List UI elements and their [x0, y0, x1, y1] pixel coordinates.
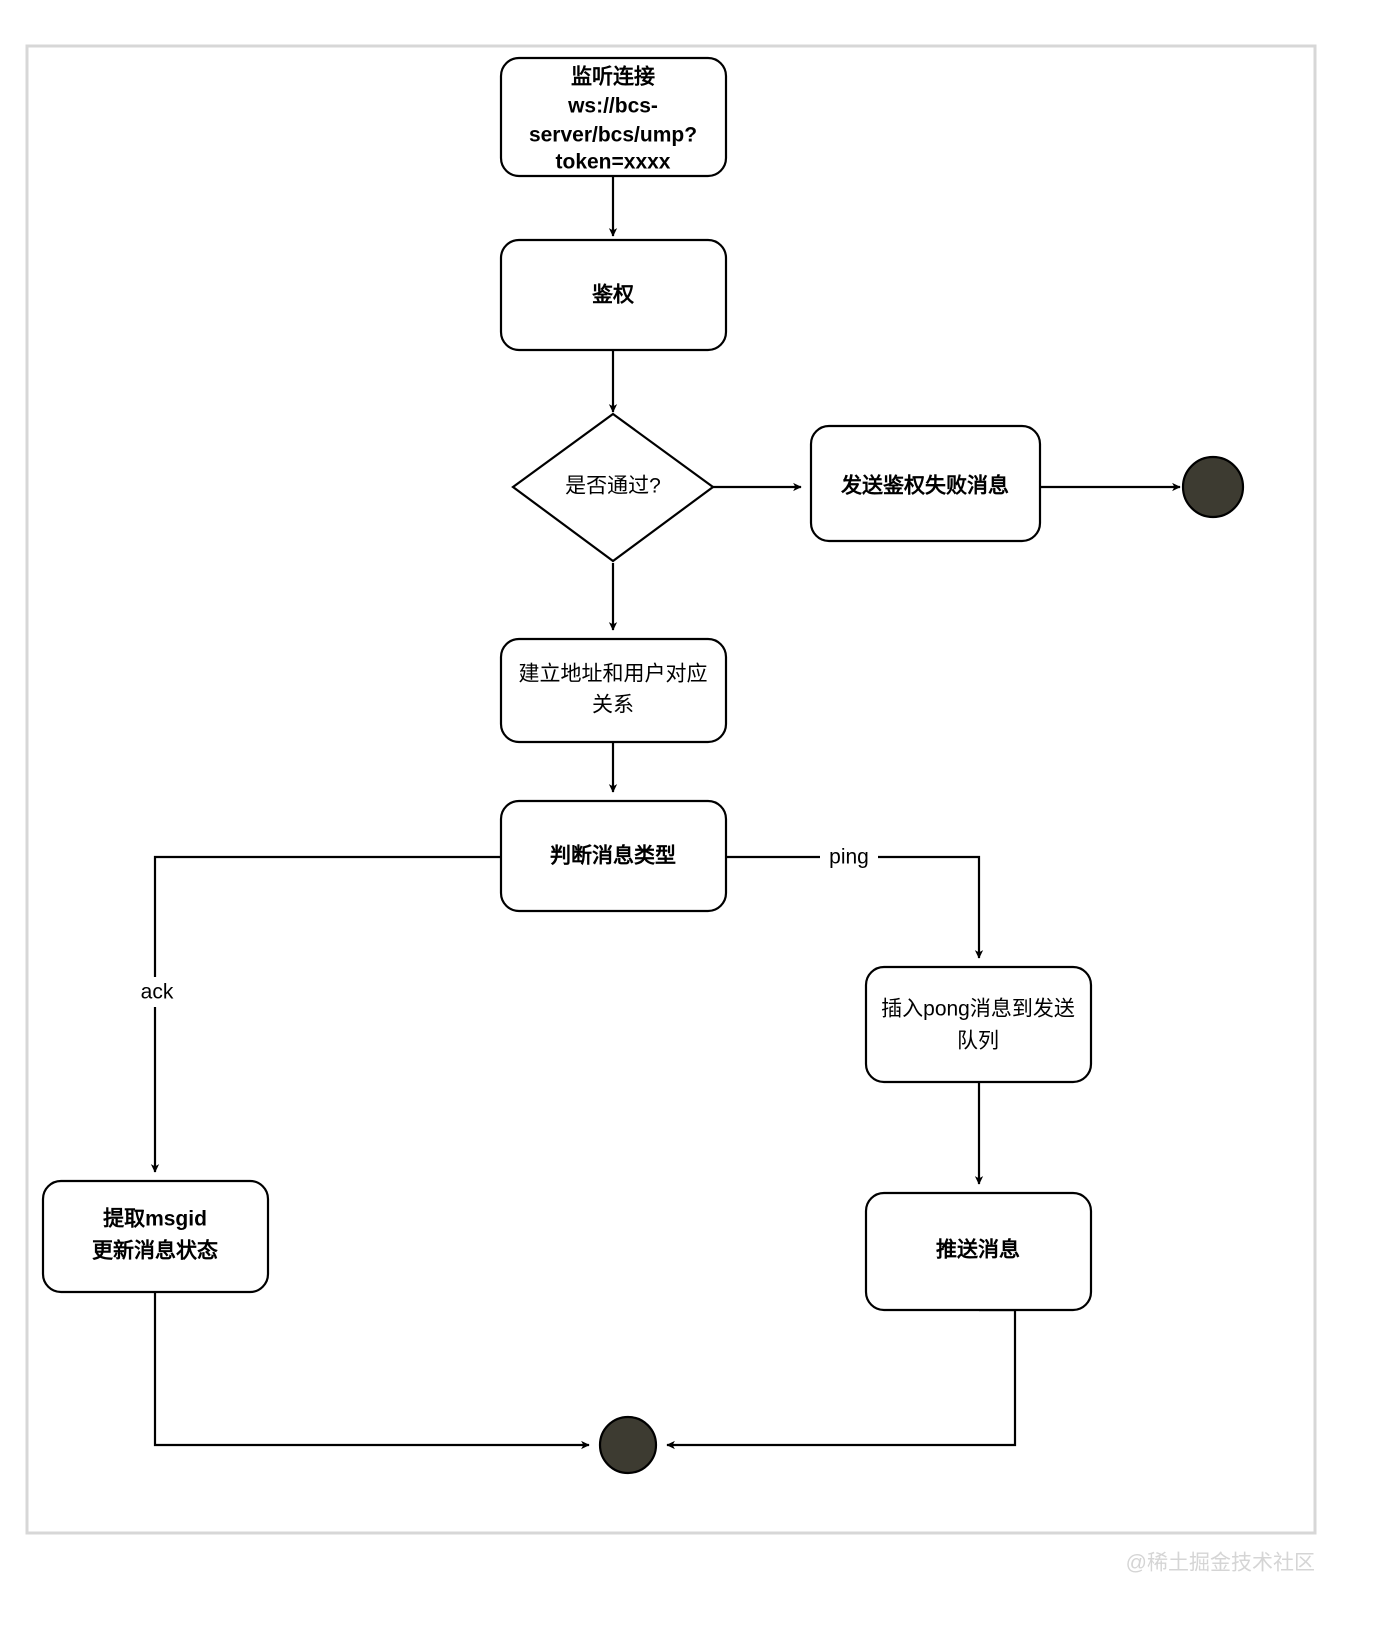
node-extract-msgid-line-0: 提取msgid	[103, 1207, 207, 1231]
node-bind-address-user[interactable]: 建立地址和用户对应 关系	[499, 637, 728, 744]
node-send-auth-fail-shape[interactable]	[809, 424, 1042, 543]
node-pass-decision-label: 是否通过?	[565, 475, 661, 498]
node-insert-pong-line-1: 队列	[957, 1030, 999, 1053]
node-judge-message-type[interactable]: 判断消息类型	[499, 799, 728, 913]
edge-push-to-final-end	[666, 1308, 1017, 1450]
watermark-text: @稀土掘金技术社区	[1126, 1552, 1315, 1575]
node-extract-msgid-line-1: 更新消息状态	[92, 1239, 218, 1263]
node-send-auth-fail[interactable]: 发送鉴权失败消息	[809, 424, 1042, 543]
edge-judge-to-insert-pong	[726, 855, 984, 959]
node-send-auth-fail-label: 发送鉴权失败消息	[840, 474, 1009, 498]
node-push-message-label: 推送消息	[936, 1238, 1020, 1262]
node-extract-msgid[interactable]: 提取msgid 更新消息状态	[41, 1179, 270, 1294]
node-listen-connection[interactable]: 监听连接 ws://bcs- server/bcs/ump? token=xxx…	[499, 56, 728, 178]
node-push-message[interactable]: 推送消息	[864, 1191, 1093, 1312]
node-pass-decision[interactable]: 是否通过?	[511, 412, 715, 563]
node-pass-decision-shape[interactable]	[511, 412, 715, 563]
node-extract-msgid-shape[interactable]	[41, 1179, 270, 1294]
node-end-auth-fail[interactable]	[1181, 455, 1245, 519]
node-bind-address-user-line-1: 关系	[592, 694, 634, 717]
edge-label-ping-bg	[820, 842, 878, 872]
node-listen-connection-line-0: 监听连接	[571, 65, 655, 89]
node-listen-connection-line-1: ws://bcs-	[567, 95, 658, 118]
node-authentication-shape[interactable]	[499, 238, 728, 352]
node-listen-connection-shape[interactable]	[499, 56, 728, 178]
edge-label-ping: ping	[829, 846, 869, 869]
node-judge-message-type-label: 判断消息类型	[550, 844, 676, 868]
diagram-frame	[25, 44, 1317, 1535]
node-authentication-label: 鉴权	[591, 284, 634, 307]
node-end-final[interactable]	[598, 1415, 658, 1475]
node-listen-connection-line-2: server/bcs/ump?	[529, 124, 697, 147]
node-authentication[interactable]: 鉴权	[499, 238, 728, 352]
node-insert-pong[interactable]: 插入pong消息到发送 队列	[864, 965, 1093, 1084]
node-judge-message-type-shape[interactable]	[499, 799, 728, 913]
edge-label-ack: ack	[141, 981, 174, 1004]
edge-label-ack-bg	[131, 977, 183, 1007]
edge-extract-msgid-to-final-end	[153, 1292, 590, 1450]
node-insert-pong-line-0: 插入pong消息到发送	[881, 998, 1075, 1021]
node-listen-connection-line-3: token=xxxx	[556, 151, 671, 174]
node-bind-address-user-line-0: 建立地址和用户对应	[519, 663, 708, 686]
node-push-message-shape[interactable]	[864, 1191, 1093, 1312]
node-bind-address-user-shape[interactable]	[499, 637, 728, 744]
node-insert-pong-shape[interactable]	[864, 965, 1093, 1084]
edge-judge-to-extract-msgid	[150, 855, 500, 1173]
